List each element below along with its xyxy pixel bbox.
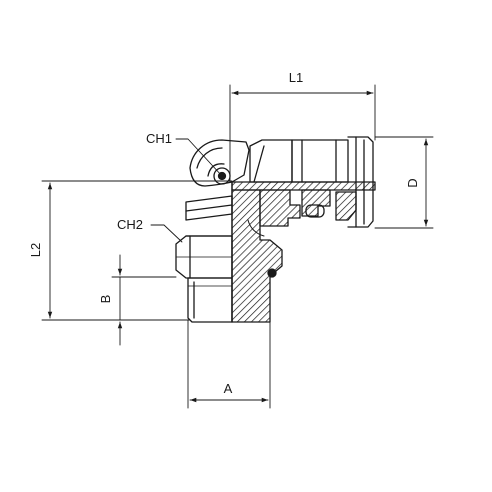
leader-lines [150, 138, 223, 243]
callout-label-ch1: CH1 [146, 131, 172, 146]
extension-lines [41, 84, 434, 409]
dimension-label-a: A [224, 381, 233, 396]
ch1-leader [175, 138, 223, 177]
swivel-elbow-body [185, 139, 250, 221]
dimension-lines [47, 90, 429, 403]
threaded-stud [187, 277, 233, 323]
swivel-pin-icon [213, 167, 231, 185]
dimension-label-l2: L2 [28, 243, 43, 257]
ch2-leader [150, 224, 183, 243]
o-ring-icon [267, 268, 277, 278]
callout-label-ch2: CH2 [117, 217, 143, 232]
sectioned-half [231, 181, 376, 323]
dimension-label-b: B [98, 295, 113, 304]
dimension-label-l1: L1 [289, 70, 303, 85]
dimension-label-d: D [405, 178, 420, 187]
hex-nut [175, 235, 233, 279]
